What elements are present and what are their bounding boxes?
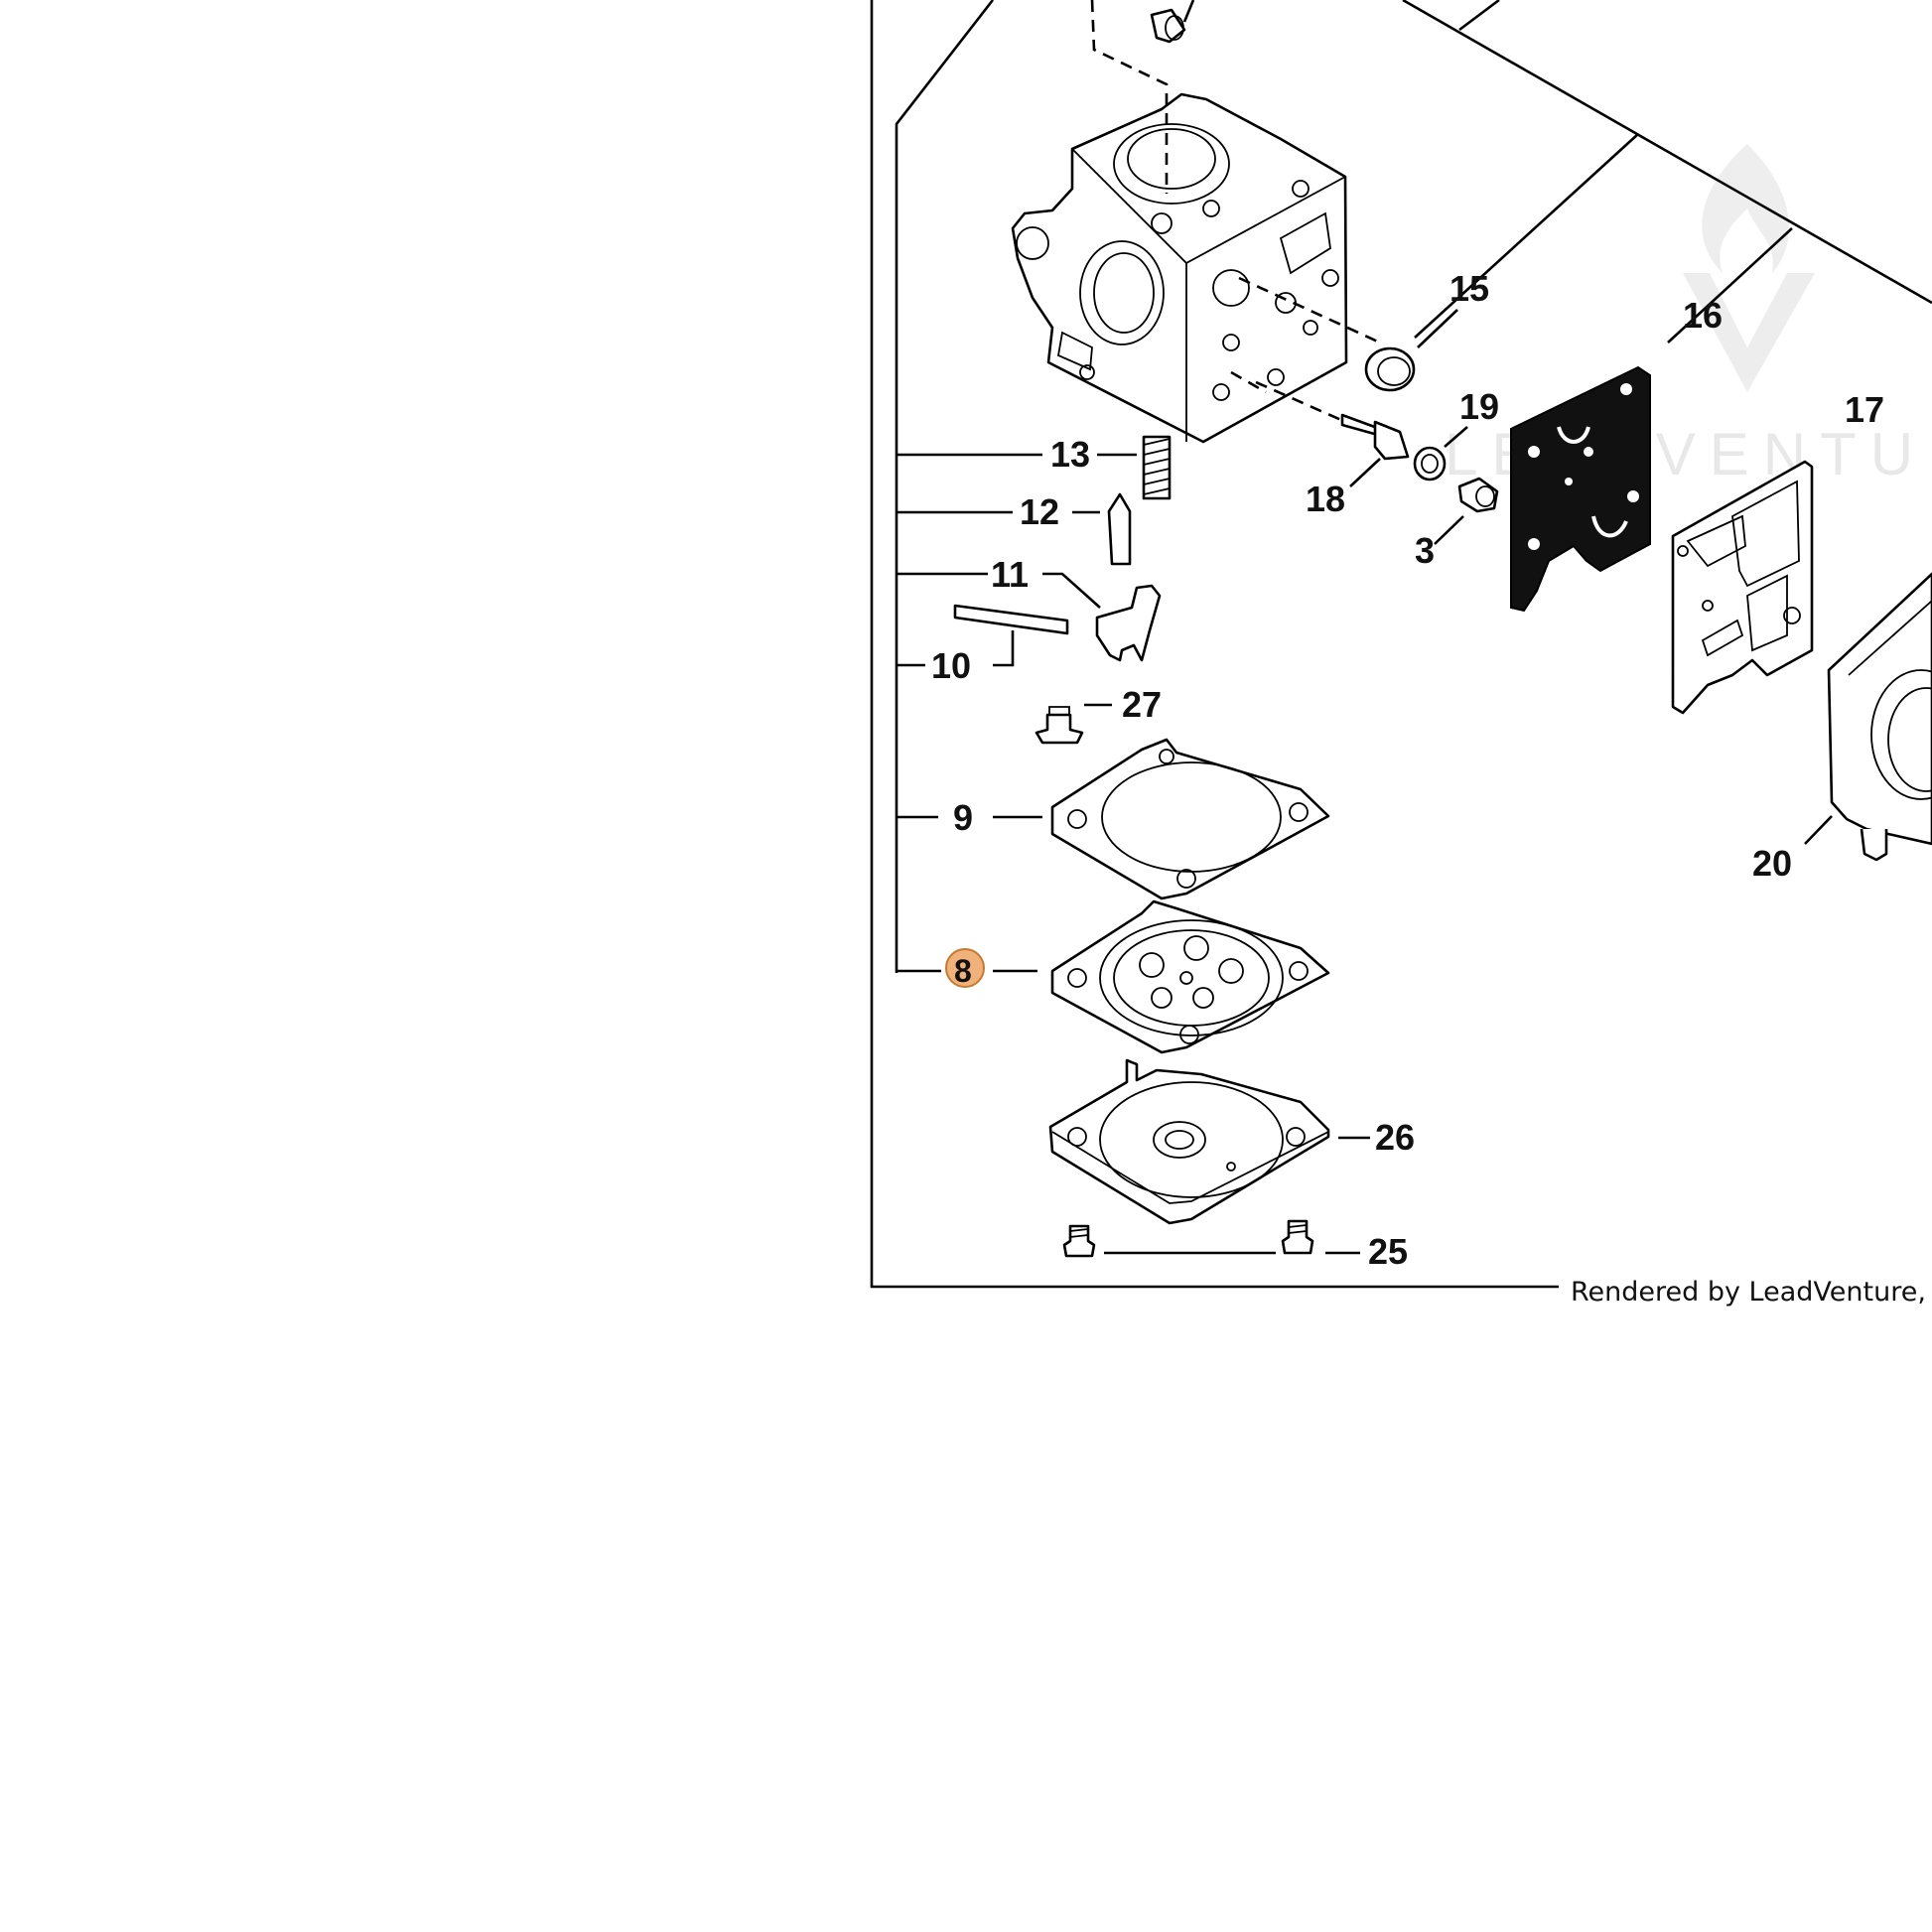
frame-leaders: [897, 453, 1042, 973]
callout-12[interactable]: 12: [1020, 491, 1059, 532]
callout-11[interactable]: 11: [991, 554, 1029, 595]
callout-8[interactable]: 8: [954, 953, 972, 989]
part-19-plug-icon: [1413, 426, 1468, 482]
watermark-logo: [1683, 144, 1815, 392]
callout-labels: 15 16 17 19 18 3 13 12 11 10 27 9 8 26 2…: [931, 268, 1884, 1272]
part-16-gasket-icon: [1510, 365, 1651, 613]
part-9-gasket-icon: [993, 738, 1330, 900]
callout-15[interactable]: 15: [1449, 268, 1489, 309]
part-12-needle-icon: [1072, 492, 1132, 566]
callout-26[interactable]: 26: [1375, 1117, 1415, 1158]
callout-10[interactable]: 10: [931, 645, 971, 686]
callout-20[interactable]: 20: [1752, 843, 1792, 884]
part-20-cover-icon: [1804, 572, 1932, 862]
callout-25[interactable]: 25: [1368, 1231, 1408, 1272]
callout-17[interactable]: 17: [1845, 389, 1884, 430]
render-credit: Rendered by LeadVenture, Inc.: [1571, 1277, 1932, 1308]
part-8-diaphragm-icon: [993, 899, 1330, 1054]
callout-13[interactable]: 13: [1050, 434, 1090, 475]
callout-16[interactable]: 16: [1683, 295, 1723, 336]
part-11-lever-icon: [1042, 572, 1162, 662]
part-26-cover-icon: [1048, 1058, 1370, 1225]
part-3-plug-icon: [1434, 477, 1499, 545]
part-13-spring-icon: [1097, 435, 1172, 500]
callout-19[interactable]: 19: [1459, 386, 1499, 427]
part-18-needle-icon: [1340, 413, 1410, 487]
part-10-pin-icon: [953, 604, 1069, 667]
part-17-gasket-icon: [1671, 460, 1814, 715]
callout-18[interactable]: 18: [1306, 479, 1345, 519]
carburetor-body-icon: [1011, 92, 1348, 444]
part-25-screws-icon: [1062, 1219, 1360, 1258]
callout-9[interactable]: 9: [953, 797, 973, 838]
assembly-frame: [870, 0, 1932, 1289]
callout-3[interactable]: 3: [1415, 530, 1435, 571]
plug-top-icon: [1150, 0, 1195, 44]
part-27-screw-icon: [1035, 703, 1112, 745]
part-15-screen-icon: [1364, 309, 1458, 392]
callout-8-highlight: [945, 948, 985, 988]
callout-27[interactable]: 27: [1122, 684, 1162, 725]
